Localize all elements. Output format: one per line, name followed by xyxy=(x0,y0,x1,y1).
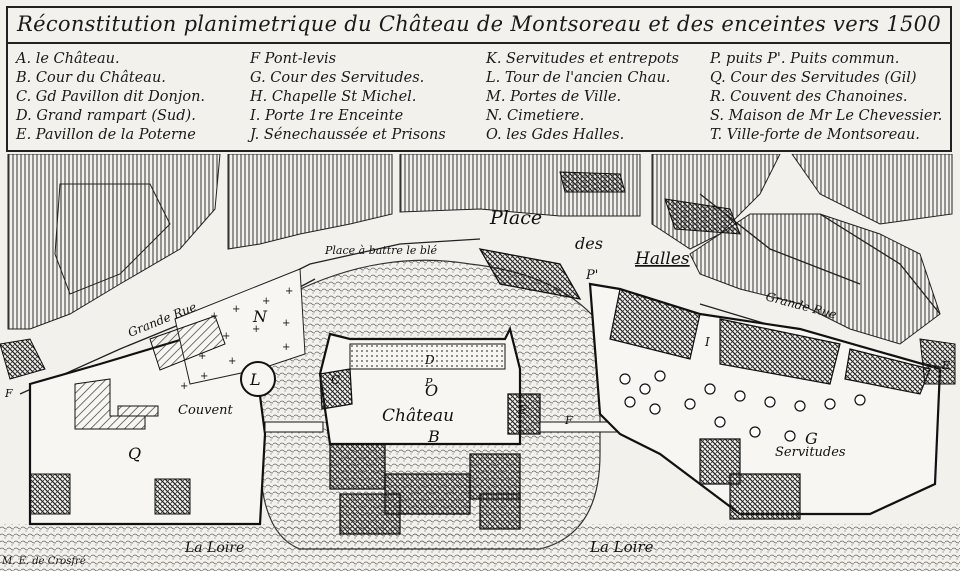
south-tower xyxy=(154,478,191,515)
letter-b: B xyxy=(427,427,440,446)
svg-text:+: + xyxy=(198,351,206,362)
map-title: Réconstitution planimetrique du Château … xyxy=(6,6,952,42)
letter-p: P xyxy=(424,376,433,389)
garden-trees xyxy=(619,370,866,442)
legend-entry: O. les Gdes Halles. xyxy=(486,127,625,143)
legend-entry: J. Sénechaussée et Prisons xyxy=(250,127,446,143)
letter-o: O xyxy=(425,381,438,400)
legend-entry: P. puits P'. Puits commun. xyxy=(710,51,900,67)
label-signature: M. E. de Crosfré xyxy=(1,556,86,567)
legend-entry: D. Grand rampart (Sud). xyxy=(16,108,196,124)
bridge-west xyxy=(264,421,324,433)
letter-n: N xyxy=(252,307,268,326)
east-gate-tower xyxy=(919,338,956,385)
label-servitudes: Servitudes xyxy=(775,445,846,460)
letter-l: L xyxy=(249,370,261,389)
legend-entry: S. Maison de Mr Le Chevessier. xyxy=(710,108,943,124)
grand-rampart-d xyxy=(349,343,506,370)
convent-annex xyxy=(117,405,159,417)
svg-text:+: + xyxy=(252,324,260,335)
label-la-loire-left: La Loire xyxy=(184,540,244,556)
label-halles: Halles xyxy=(634,249,690,269)
halles-annex-north xyxy=(559,171,626,193)
legend-entry: R. Couvent des Chanoines. xyxy=(710,89,908,105)
letter-f-mid: F xyxy=(564,414,573,427)
label-place-a-battre: Place à battre le blé xyxy=(324,244,437,257)
legend-entry: T. Ville-forte de Montsoreau. xyxy=(710,127,920,143)
legend-entry: G. Cour des Servitudes. xyxy=(250,70,425,86)
letter-g: G xyxy=(805,429,818,448)
letter-i: I xyxy=(704,335,710,349)
legend-entry: Q. Cour des Servitudes (Gil) xyxy=(710,70,917,86)
legend-column-1: A. le Château. B. Cour du Château. C. Gd… xyxy=(16,50,205,145)
west-gate-tower xyxy=(0,338,46,380)
letter-c: C xyxy=(331,373,340,387)
letter-f-left: F xyxy=(4,387,13,400)
svg-text:+: + xyxy=(262,296,270,307)
svg-text:+: + xyxy=(282,342,290,353)
letter-d: D xyxy=(424,353,435,367)
svg-text:+: + xyxy=(232,304,240,315)
legend-entry: I. Porte 1re Enceinte xyxy=(250,108,404,124)
servitudes-buildings xyxy=(609,288,931,520)
legend-entry: F Pont-levis xyxy=(250,51,337,67)
legend-entry: E. Pavillon de la Poterne xyxy=(16,127,196,143)
halles-annex-east xyxy=(664,198,741,235)
legend-entry: C. Gd Pavillon dit Donjon. xyxy=(16,89,206,105)
castle-plan-map: ++ ++ ++ ++ ++ ++ xyxy=(0,154,960,571)
cemetery-n xyxy=(174,268,306,385)
southwest-tower xyxy=(29,473,71,515)
legend-entry: H. Chapelle St Michel. xyxy=(250,89,417,105)
legend-column-2: F Pont-levis G. Cour des Servitudes. H. … xyxy=(250,50,446,145)
label-couvent: Couvent xyxy=(178,403,234,418)
legend-column-4: P. puits P'. Puits commun. Q. Cour des S… xyxy=(710,50,942,145)
map-letters: L N O B D C E Q G I P' P F F F xyxy=(4,268,950,463)
letter-q: Q xyxy=(128,444,141,463)
tower-l xyxy=(240,361,276,397)
convent-building xyxy=(149,315,226,371)
legend-box: A. le Château. B. Cour du Château. C. Gd… xyxy=(6,42,952,152)
svg-text:+: + xyxy=(285,286,293,297)
loire-river xyxy=(0,524,960,571)
svg-text:+: + xyxy=(180,381,188,392)
svg-text:+: + xyxy=(228,356,236,367)
svg-text:+: + xyxy=(282,318,290,329)
svg-text:+: + xyxy=(200,371,208,382)
legend-column-3: K. Servitudes et entrepots L. Tour de l'… xyxy=(486,50,679,145)
legend-entry: N. Cimetiere. xyxy=(486,108,585,124)
letter-e: E xyxy=(517,403,527,417)
label-la-loire-right: La Loire xyxy=(589,538,654,556)
legend-entry: A. le Château. xyxy=(16,51,120,67)
halles-building xyxy=(478,248,582,300)
svg-text:+: + xyxy=(222,331,230,342)
legend-entry: M. Portes de Ville. xyxy=(486,89,622,105)
legend-entry: K. Servitudes et entrepots xyxy=(486,51,679,67)
letter-f-right: F xyxy=(941,359,950,372)
letter-p-prime: P' xyxy=(585,268,598,283)
label-place: Place xyxy=(489,207,542,229)
castle-towers xyxy=(319,368,541,535)
label-des: des xyxy=(575,234,603,253)
legend-entry: L. Tour de l'ancien Chau. xyxy=(486,70,671,86)
label-chateau: Château xyxy=(382,406,454,426)
legend-entry: B. Cour du Château. xyxy=(16,70,166,86)
